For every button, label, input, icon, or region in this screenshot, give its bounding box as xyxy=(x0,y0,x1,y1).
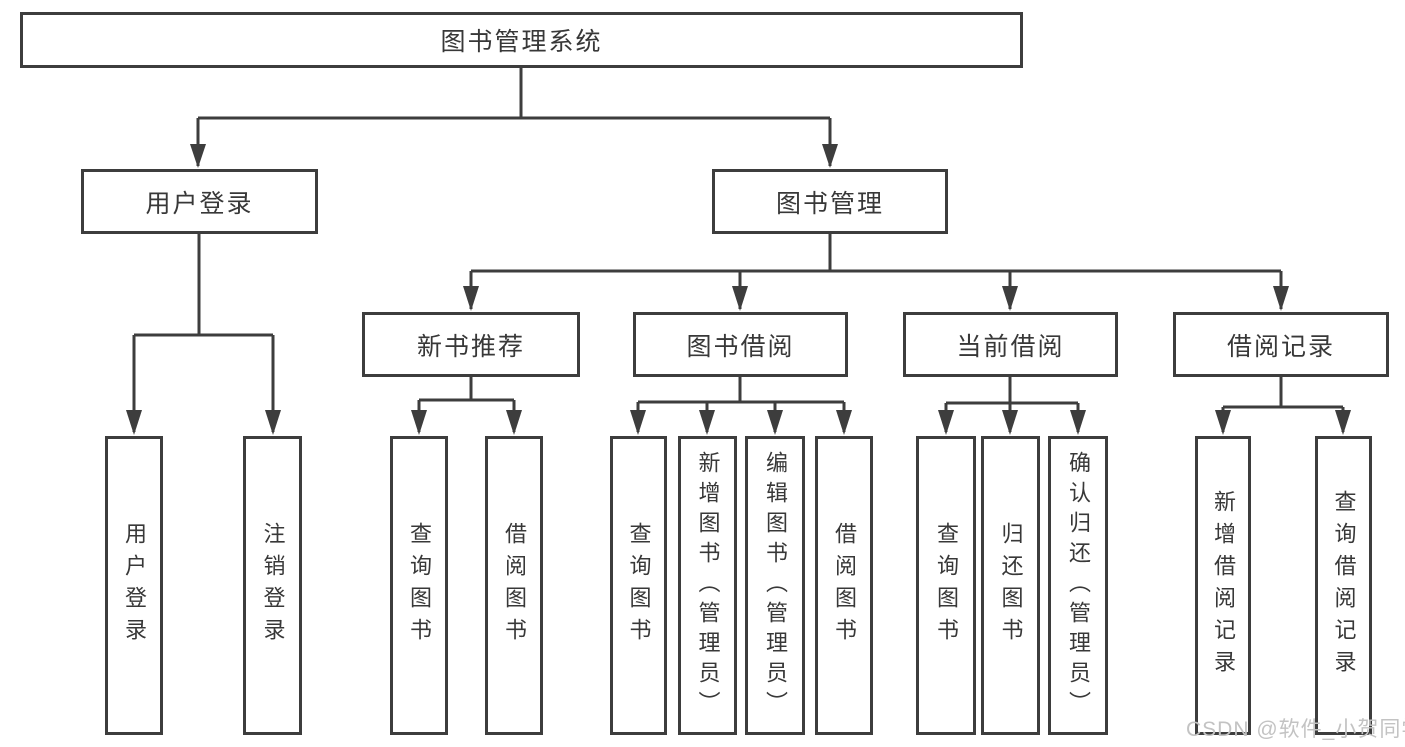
arrow-down-icon xyxy=(1070,410,1086,435)
node-library-management-system: 图书管理系统 xyxy=(20,12,1023,68)
node-recommend-borrow-book: 借阅图书 xyxy=(485,436,543,735)
node-user-login: 用户登录 xyxy=(81,169,318,234)
arrowheads xyxy=(126,144,1351,435)
node-book-management: 图书管理 xyxy=(712,169,948,234)
node-login: 用户登录 xyxy=(105,436,163,735)
arrow-down-icon xyxy=(767,410,783,435)
arrow-down-icon xyxy=(1002,286,1018,311)
node-logout: 注销登录 xyxy=(243,436,302,735)
arrow-down-icon xyxy=(265,410,281,435)
node-current-borrowing: 当前借阅 xyxy=(903,312,1118,377)
node-borrowing-records: 借阅记录 xyxy=(1173,312,1389,377)
node-borrowing-add-book-admin: 新增图书（管理员） xyxy=(678,436,737,735)
arrow-down-icon xyxy=(126,410,142,435)
arrow-down-icon xyxy=(1335,410,1351,435)
arrow-down-icon xyxy=(463,286,479,311)
node-book-borrowing: 图书借阅 xyxy=(633,312,848,377)
arrow-down-icon xyxy=(732,286,748,311)
arrow-down-icon xyxy=(1215,410,1231,435)
node-records-query-borrow-record: 查询借阅记录 xyxy=(1315,436,1372,735)
node-borrowing-edit-book-admin: 编辑图书（管理员） xyxy=(745,436,805,735)
node-borrowing-borrow-book: 借阅图书 xyxy=(815,436,873,735)
arrow-down-icon xyxy=(836,410,852,435)
arrow-down-icon xyxy=(190,144,206,168)
arrow-down-icon xyxy=(1002,410,1018,435)
node-current-return-book: 归还图书 xyxy=(981,436,1040,735)
arrow-down-icon xyxy=(630,410,646,435)
csdn-watermark: CSDN @软件_小贺同学 xyxy=(1186,718,1405,741)
node-new-book-recommend: 新书推荐 xyxy=(362,312,580,377)
node-current-query-book: 查询图书 xyxy=(916,436,976,735)
arrow-down-icon xyxy=(1273,286,1289,311)
arrow-down-icon xyxy=(699,410,715,435)
node-recommend-query-book: 查询图书 xyxy=(390,436,448,735)
arrow-down-icon xyxy=(506,410,522,435)
arrow-down-icon xyxy=(822,144,838,168)
arrow-down-icon xyxy=(938,410,954,435)
connector-lines xyxy=(132,68,1345,432)
node-records-add-borrow-record: 新增借阅记录 xyxy=(1195,436,1251,735)
node-current-confirm-return-admin: 确认归还（管理员） xyxy=(1048,436,1108,735)
node-borrowing-query-book: 查询图书 xyxy=(610,436,667,735)
arrow-down-icon xyxy=(411,410,427,435)
